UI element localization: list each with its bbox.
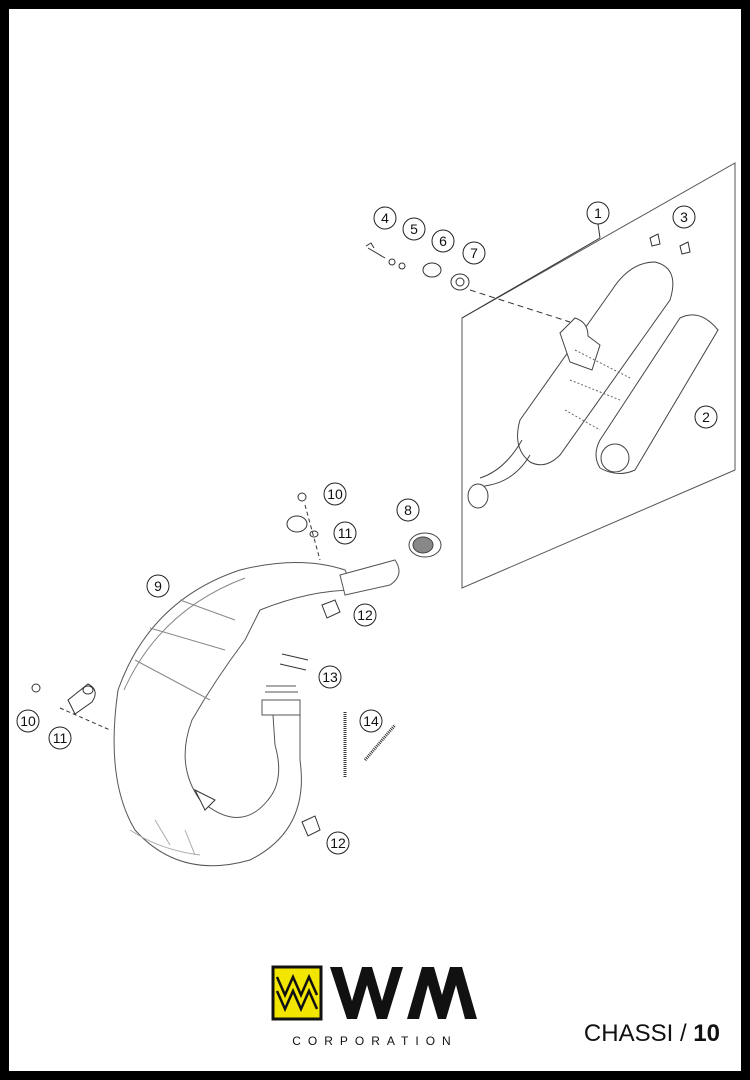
callout-circle — [694, 405, 718, 429]
callout-label: 10 — [20, 713, 36, 729]
callout-label: 2 — [702, 409, 710, 425]
callout-4: 4 — [373, 206, 397, 230]
callout-label: 8 — [404, 502, 412, 518]
callout-11: 11 — [48, 726, 72, 750]
callout-label: 14 — [363, 713, 379, 729]
callout-label: 5 — [410, 221, 418, 237]
callout-7: 7 — [462, 241, 486, 265]
connecting-sleeve — [408, 532, 442, 558]
section-name: CHASSI — [583, 1020, 674, 1047]
callout-10: 10 — [323, 482, 347, 506]
springs — [343, 712, 397, 778]
callout-8: 8 — [396, 498, 420, 522]
callout-circle — [462, 241, 486, 265]
callout-12: 12 — [326, 831, 350, 855]
callout-circle — [402, 217, 426, 241]
logo-letter-m — [407, 967, 477, 1019]
lower-clip-nut — [301, 815, 321, 837]
callout-circle — [318, 665, 342, 689]
callout-13: 13 — [318, 665, 342, 689]
callout-circle — [373, 206, 397, 230]
upper-clip-nut — [321, 599, 341, 619]
callout-label: 6 — [439, 233, 447, 249]
callout-label: 9 — [154, 578, 162, 594]
callout-circle — [16, 709, 40, 733]
callout-label: 7 — [470, 245, 478, 261]
logo-yellow-square — [271, 965, 323, 1021]
logo-letter-w — [330, 967, 403, 1019]
page-number: 10 — [693, 1020, 720, 1047]
silencer-body — [467, 261, 674, 509]
page-footer-title: CHASSI / 10 — [584, 1020, 720, 1048]
exhaust-pipe — [113, 559, 400, 867]
callout-label: 10 — [327, 486, 343, 502]
callout-circle — [672, 205, 696, 229]
callout-14: 14 — [359, 709, 383, 733]
callout-circle — [353, 603, 377, 627]
callout-3: 3 — [672, 205, 696, 229]
callout-11: 11 — [333, 521, 357, 545]
callout-label: 12 — [357, 607, 373, 623]
callout-10: 10 — [16, 709, 40, 733]
callout-circle — [48, 726, 72, 750]
lower-bracket — [31, 683, 111, 731]
rubber-strips — [279, 653, 309, 671]
upper-bracket — [286, 492, 321, 561]
callout-6: 6 — [431, 229, 455, 253]
mounting-hardware — [365, 242, 571, 323]
silencer-sleeve — [595, 314, 719, 474]
diagram-frame — [9, 9, 741, 1071]
callout-circle — [431, 229, 455, 253]
callout-label: 13 — [322, 669, 338, 685]
bolts — [649, 233, 691, 255]
callout-circle — [323, 482, 347, 506]
callout-label: 11 — [338, 525, 353, 541]
callout-circle — [586, 201, 610, 225]
wm-logo: CORPORATION — [271, 965, 477, 1048]
callout-12: 12 — [353, 603, 377, 627]
callout-label: 4 — [381, 210, 389, 226]
callout-9: 9 — [146, 574, 170, 598]
title-separator: / — [673, 1020, 694, 1047]
callout-2: 2 — [694, 405, 718, 429]
callout-circle — [333, 521, 357, 545]
leader-lines — [461, 223, 601, 319]
callout-circle — [396, 498, 420, 522]
callout-label: 11 — [53, 730, 68, 746]
callout-circle — [326, 831, 350, 855]
silencer-group-panel — [461, 162, 736, 589]
callout-label: 1 — [594, 205, 602, 221]
callout-label: 12 — [330, 835, 346, 851]
callout-circle — [146, 574, 170, 598]
callout-label: 3 — [680, 209, 688, 225]
logo-subtitle: CORPORATION — [292, 1034, 457, 1048]
callout-1: 1 — [586, 201, 610, 225]
callout-circle — [359, 709, 383, 733]
callout-5: 5 — [402, 217, 426, 241]
